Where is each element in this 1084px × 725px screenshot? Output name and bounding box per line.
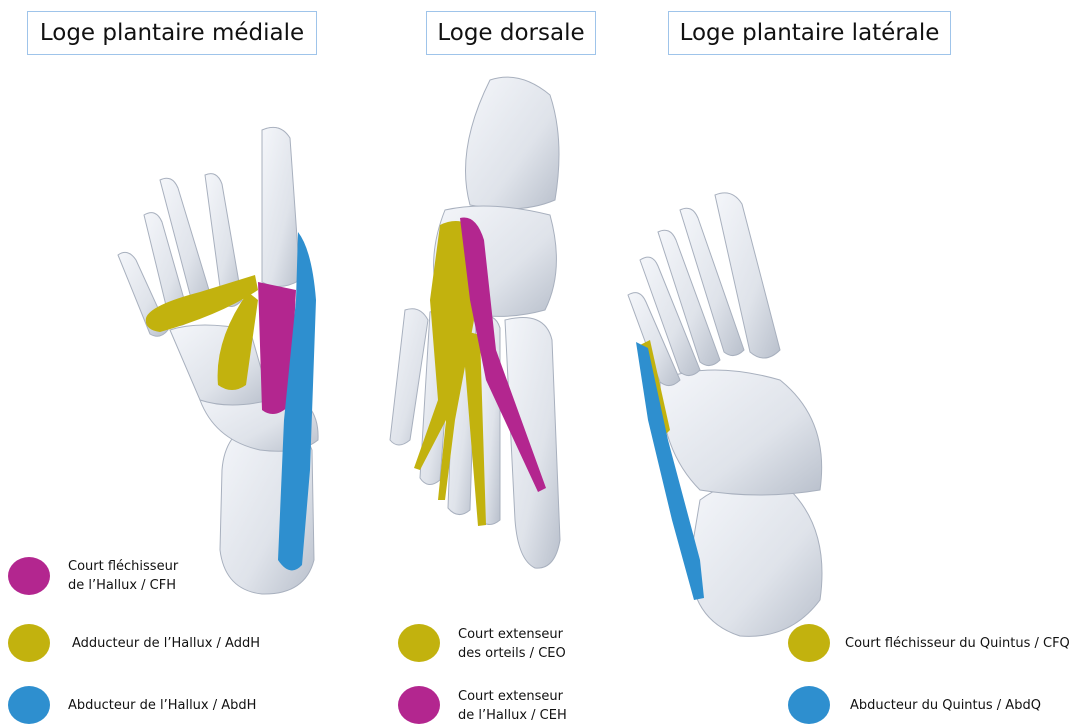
legend-swatch-abdq <box>788 686 830 724</box>
legend-label-abdq: Abducteur du Quintus / AbdQ <box>850 696 1041 715</box>
legend-label-cfq: Court fléchisseur du Quintus / CFQ <box>845 634 1070 653</box>
legend-swatch-abdh <box>8 686 50 724</box>
legend-label-ceh-line2: de l’Hallux / CEH <box>458 706 567 725</box>
legend-label-abdh: Abducteur de l’Hallux / AbdH <box>68 696 256 715</box>
legend-swatch-addh <box>8 624 50 662</box>
legend-label-ceo: Court extenseur des orteils / CEO <box>458 625 566 663</box>
legend-swatch-ceo <box>398 624 440 662</box>
legend-swatch-cfh <box>8 557 50 595</box>
legend-swatch-ceh <box>398 686 440 724</box>
legend-label-addh: Adducteur de l’Hallux / AddH <box>72 634 260 653</box>
legend-label-ceh: Court extenseur de l’Hallux / CEH <box>458 687 567 725</box>
legend-label-ceo-line2: des orteils / CEO <box>458 644 566 663</box>
legend-label-ceh-line1: Court extenseur <box>458 687 567 706</box>
legend-label-cfh-line2: de l’Hallux / CFH <box>68 576 178 595</box>
legend-label-cfh-line1: Court fléchisseur <box>68 557 178 576</box>
legend-label-ceo-line1: Court extenseur <box>458 625 566 644</box>
legend-label-cfh: Court fléchisseur de l’Hallux / CFH <box>68 557 178 595</box>
legend-swatch-cfq <box>788 624 830 662</box>
